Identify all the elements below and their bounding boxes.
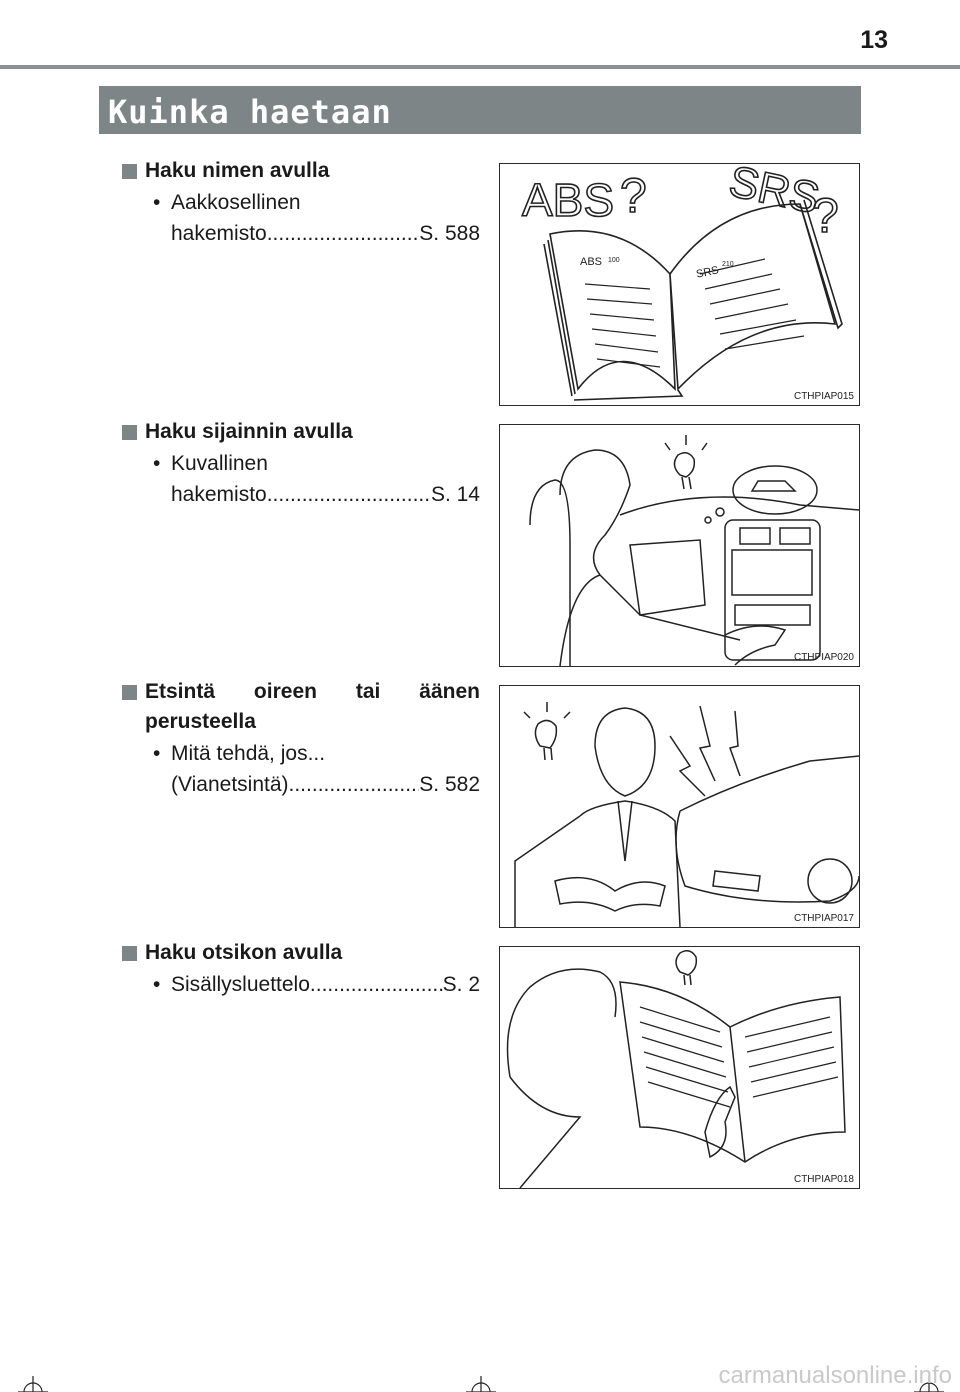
driver-dashboard-icon <box>529 435 859 666</box>
square-bullet-icon <box>122 425 137 440</box>
svg-text:ABS: ABS <box>580 256 602 268</box>
entry-item: • Kuvallinen hakemisto S. 14 <box>120 448 480 510</box>
square-bullet-icon <box>122 685 137 700</box>
page-reference[interactable]: hakemisto S. 14 <box>171 479 480 510</box>
page-reference[interactable]: (Vianetsintä) S. 582 <box>171 769 480 800</box>
page-reference[interactable]: hakemisto S. 588 <box>171 218 480 249</box>
page-ref-number[interactable]: S. 2 <box>442 973 480 996</box>
square-bullet-icon <box>122 164 137 179</box>
item-text: Mitä tehdä, jos... <box>171 742 326 765</box>
illustration-troubleshooting: CTHPIAP017 <box>499 685 860 928</box>
crop-mark-icon <box>18 1376 48 1392</box>
illustration-contents: CTHPIAP018 <box>499 946 860 1189</box>
watermark: carmanualsonline.info <box>718 1362 952 1389</box>
search-entry: Haku nimen avulla • Aakkosellinen hakemi… <box>120 156 480 249</box>
figure-code: CTHPIAP015 <box>793 391 854 402</box>
figure-code: CTHPIAP018 <box>793 1174 854 1185</box>
entry-heading: Haku otsikon avulla <box>120 938 480 968</box>
svg-text:SRS: SRS <box>725 164 824 223</box>
page-ref-number[interactable]: S. 14 <box>430 483 480 506</box>
page-number: 13 <box>860 26 888 54</box>
illustration-dashboard: CTHPIAP020 <box>499 424 860 667</box>
square-bullet-icon <box>122 946 137 961</box>
item-text: Kuvallinen <box>171 452 268 475</box>
dot-leader <box>310 969 443 1000</box>
entry-heading: Haku sijainnin avulla <box>120 417 480 447</box>
illustration-index-book: ABS ? SRS ? ABS 100 SRS 210 CTHPIAP015 <box>499 163 860 406</box>
svg-text:100: 100 <box>608 257 620 264</box>
search-entry: Etsintä oireen tai äänen perusteella • M… <box>120 677 480 800</box>
item-text: Aakkosellinen <box>171 191 301 214</box>
svg-text:?: ? <box>620 170 647 223</box>
dot-leader <box>267 479 431 510</box>
svg-text:SRS: SRS <box>695 264 720 280</box>
entry-item: • Sisällysluettelo S. 2 <box>120 969 480 1000</box>
entry-heading: Haku nimen avulla <box>120 156 480 186</box>
bullet-icon: • <box>153 973 161 996</box>
dot-leader <box>267 218 420 249</box>
figure-code: CTHPIAP017 <box>793 913 854 924</box>
section-title: Kuinka haetaan <box>108 93 392 131</box>
entry-heading: Etsintä oireen tai äänen perusteella <box>120 677 480 737</box>
man-car-trouble-icon <box>514 702 859 927</box>
entry-item: • Aakkosellinen hakemisto S. 588 <box>120 187 480 249</box>
bullet-icon: • <box>153 191 161 214</box>
section-banner: Kuinka haetaan <box>99 86 861 134</box>
bullet-icon: • <box>153 452 161 475</box>
svg-text:210: 210 <box>722 261 734 268</box>
dot-leader <box>289 769 420 800</box>
page-reference[interactable]: Sisällysluettelo S. 2 <box>171 969 480 1000</box>
svg-text:ABS: ABS <box>522 174 614 226</box>
crop-mark-icon <box>466 1376 496 1392</box>
figure-code: CTHPIAP020 <box>793 652 854 663</box>
reader-book-icon <box>506 950 846 1188</box>
open-book-icon: ABS ? SRS ? ABS 100 SRS 210 <box>521 164 843 401</box>
search-entry: Haku otsikon avulla • Sisällysluettelo S… <box>120 938 480 1000</box>
page-ref-number[interactable]: S. 582 <box>419 773 480 796</box>
bullet-icon: • <box>153 742 161 765</box>
crop-mark-icon <box>914 1376 944 1392</box>
entry-item: • Mitä tehdä, jos... (Vianetsintä) S. 58… <box>120 738 480 800</box>
search-entry: Haku sijainnin avulla • Kuvallinen hakem… <box>120 417 480 510</box>
svg-text:?: ? <box>812 190 839 243</box>
page-ref-number[interactable]: S. 588 <box>419 222 480 245</box>
header-rule <box>0 65 960 69</box>
